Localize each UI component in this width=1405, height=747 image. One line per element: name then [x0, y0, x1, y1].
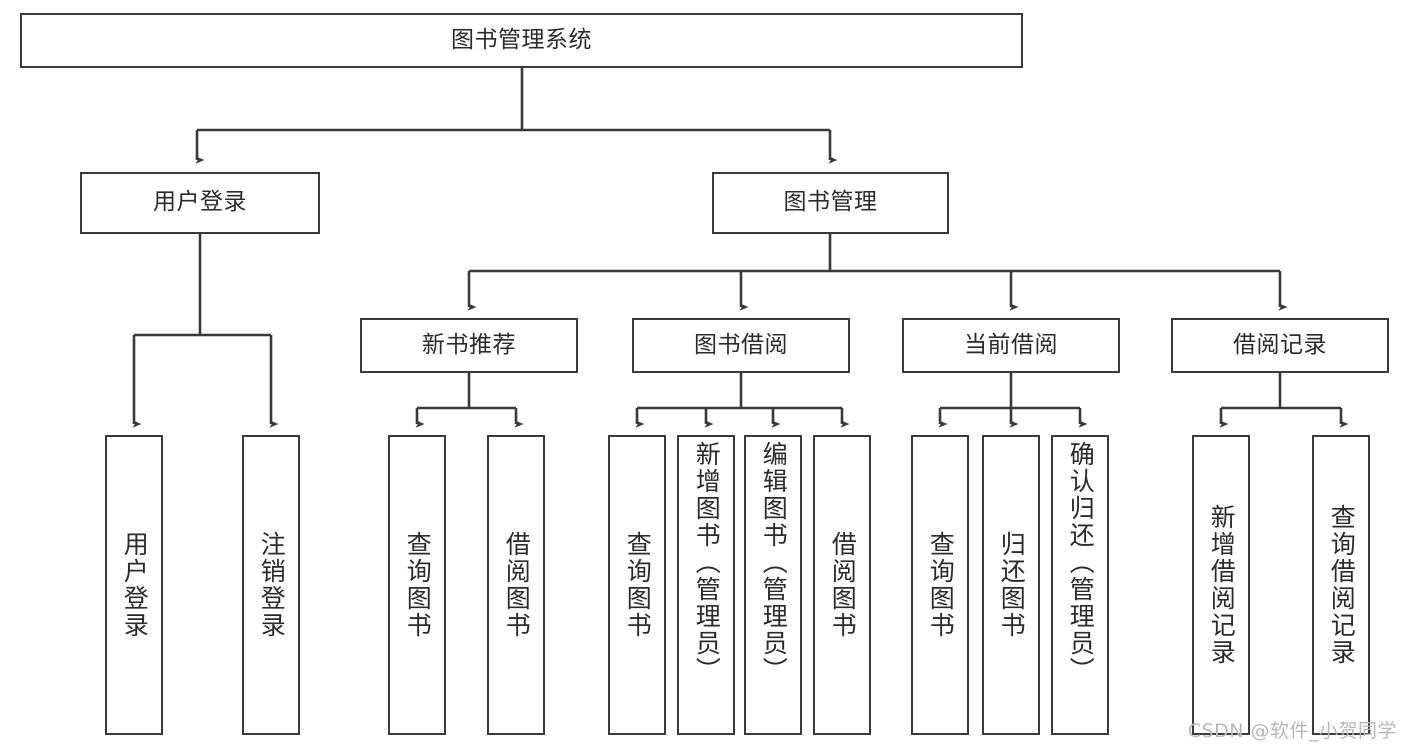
node-current-borrow-label: 当前借阅: [964, 331, 1058, 358]
node-user-login[interactable]: 用户登录: [80, 172, 320, 234]
leaf-query-borrow-record-label: 查询借阅记录: [1327, 504, 1357, 666]
leaf-query-book-current[interactable]: 查询图书: [911, 435, 969, 735]
leaf-user-login[interactable]: 用户登录: [105, 435, 163, 735]
leaf-borrow-book-recommend[interactable]: 借阅图书: [487, 435, 545, 735]
node-new-book-recommend[interactable]: 新书推荐: [360, 318, 578, 373]
leaf-borrow-book-recommend-label: 借阅图书: [502, 531, 532, 639]
node-user-login-label: 用户登录: [153, 189, 247, 216]
leaf-user-login-label: 用户登录: [120, 531, 150, 639]
node-book-borrow-label: 图书借阅: [694, 331, 788, 358]
node-book-manage[interactable]: 图书管理: [712, 172, 949, 234]
node-root[interactable]: 图书管理系统: [20, 13, 1023, 68]
leaf-user-logout[interactable]: 注销登录: [242, 435, 300, 735]
node-book-manage-label: 图书管理: [783, 189, 878, 216]
leaf-borrow-book-label: 借阅图书: [828, 531, 858, 639]
node-root-label: 图书管理系统: [451, 26, 592, 53]
leaf-edit-book-admin-label: 编辑图书（管理员）: [759, 441, 789, 684]
leaf-return-book[interactable]: 归还图书: [982, 435, 1040, 735]
leaf-borrow-book[interactable]: 借阅图书: [813, 435, 871, 735]
node-current-borrow[interactable]: 当前借阅: [902, 318, 1120, 373]
leaf-query-borrow-record[interactable]: 查询借阅记录: [1312, 435, 1370, 735]
node-borrow-record-label: 借阅记录: [1233, 331, 1327, 358]
leaf-edit-book-admin[interactable]: 编辑图书（管理员）: [744, 435, 802, 735]
leaf-query-book-recommend-label: 查询图书: [403, 531, 433, 639]
watermark: CSDN @软件_小贺同学: [1187, 720, 1397, 742]
leaf-return-book-label: 归还图书: [997, 531, 1027, 639]
leaf-add-book-admin[interactable]: 新增图书（管理员）: [677, 435, 735, 735]
leaf-add-borrow-record-label: 新增借阅记录: [1207, 504, 1237, 666]
leaf-query-book-borrow-label: 查询图书: [623, 531, 653, 639]
leaf-add-borrow-record[interactable]: 新增借阅记录: [1192, 435, 1250, 735]
leaf-query-book-borrow[interactable]: 查询图书: [608, 435, 666, 735]
leaf-add-book-admin-label: 新增图书（管理员）: [692, 441, 722, 684]
node-new-book-recommend-label: 新书推荐: [422, 331, 516, 358]
leaf-query-book-current-label: 查询图书: [926, 531, 956, 639]
leaf-confirm-return-admin-label: 确认归还（管理员）: [1066, 441, 1096, 684]
leaf-query-book-recommend[interactable]: 查询图书: [388, 435, 446, 735]
node-borrow-record[interactable]: 借阅记录: [1171, 318, 1389, 373]
leaf-user-logout-label: 注销登录: [257, 531, 287, 639]
node-book-borrow[interactable]: 图书借阅: [632, 318, 850, 373]
leaf-confirm-return-admin[interactable]: 确认归还（管理员）: [1051, 435, 1109, 735]
